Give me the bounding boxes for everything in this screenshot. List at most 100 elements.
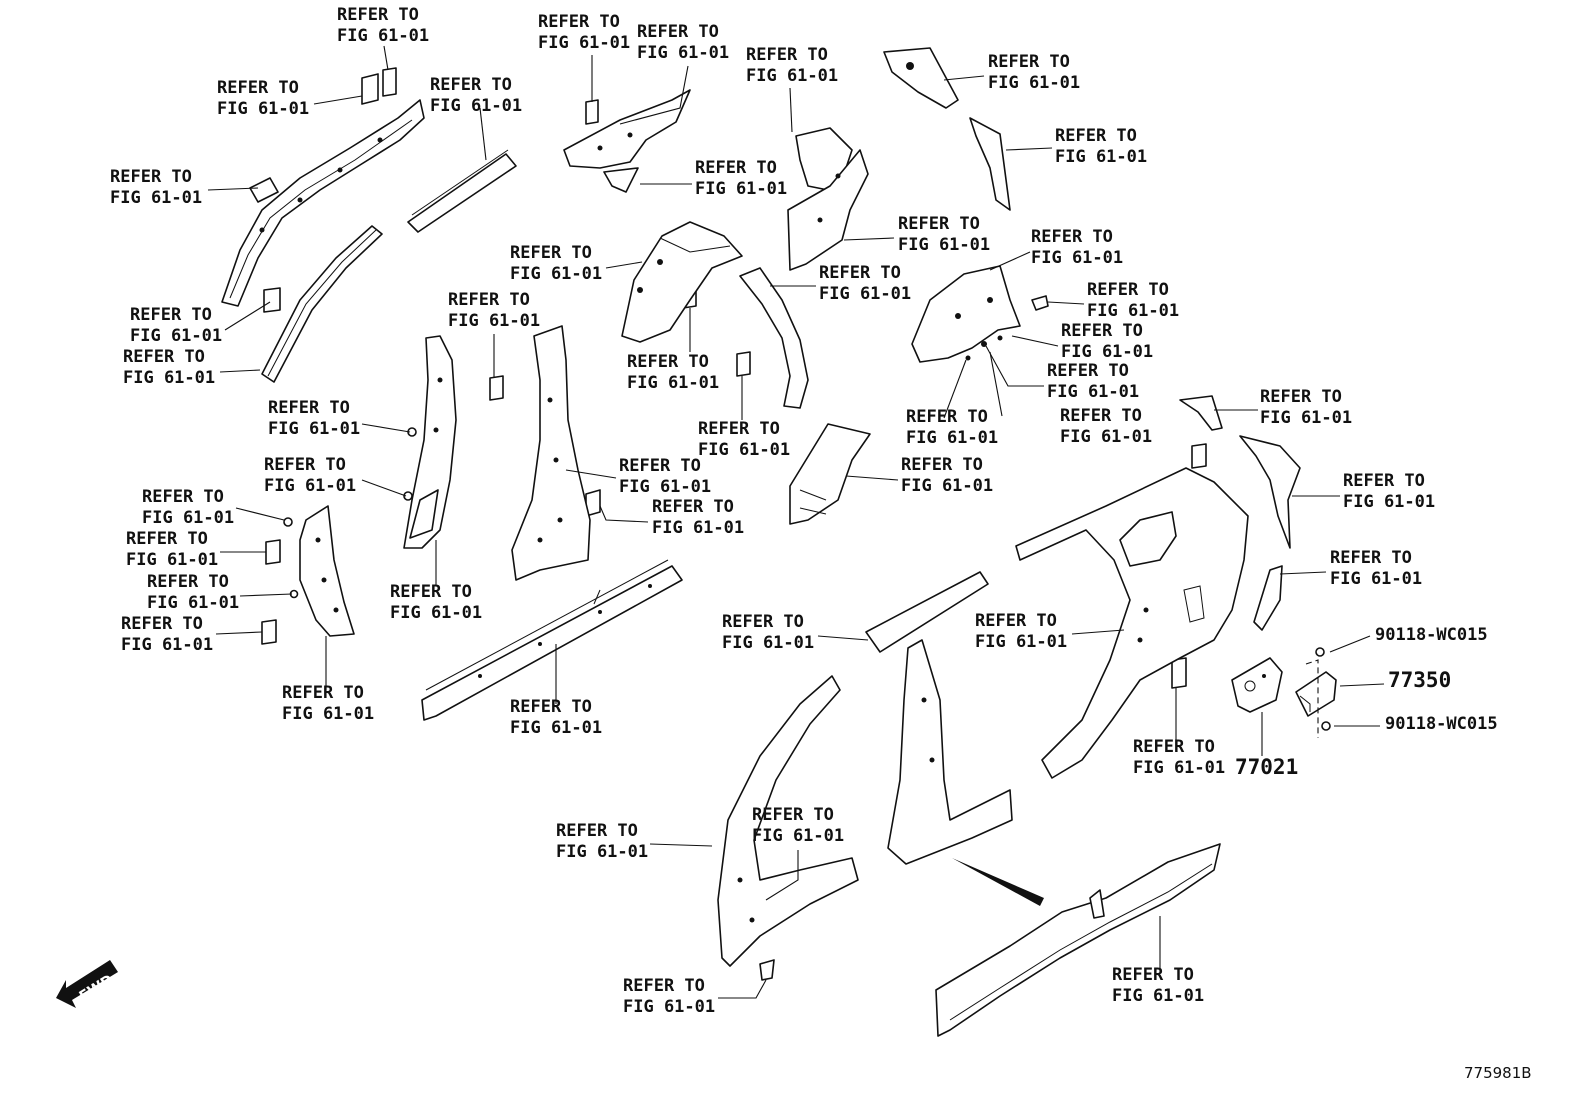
- refer-callout-line2: FIG 61-01: [264, 476, 356, 496]
- refer-callout-line2: FIG 61-01: [906, 428, 998, 448]
- fwd-arrow-icon: [56, 960, 118, 1008]
- refer-callout-line2: FIG 61-01: [988, 73, 1080, 93]
- refer-callout-line1: REFER TO: [556, 821, 638, 841]
- refer-callout-line2: FIG 61-01: [142, 508, 234, 528]
- refer-callout-line2: FIG 61-01: [901, 476, 993, 496]
- assembly-arrow: [952, 858, 1044, 906]
- rear-pillar-bracket-part: [787, 127, 869, 271]
- center-pillar-inner-part: [403, 335, 457, 549]
- refer-callout-line2: FIG 61-01: [390, 603, 482, 623]
- fuel-lid-dash-line: [1305, 659, 1319, 738]
- refer-callout-line1: REFER TO: [1087, 280, 1169, 300]
- refer-callout-line2: FIG 61-01: [627, 373, 719, 393]
- refer-callout-line2: FIG 61-01: [510, 264, 602, 284]
- refer-callout-line1: REFER TO: [1061, 321, 1143, 341]
- refer-callout-line2: FIG 61-01: [1087, 301, 1179, 321]
- refer-callout-line2: FIG 61-01: [1061, 342, 1153, 362]
- center-pillar-outer-part: [511, 325, 591, 581]
- refer-callout-line1: REFER TO: [264, 455, 346, 475]
- refer-callout-line2: FIG 61-01: [268, 419, 360, 439]
- refer-callout-line2: FIG 61-01: [1060, 427, 1152, 447]
- refer-callout-line2: FIG 61-01: [556, 842, 648, 862]
- refer-callout-line2: FIG 61-01: [448, 311, 540, 331]
- wheelhouse-inner-part: [621, 221, 743, 343]
- refer-callout-line1: REFER TO: [619, 456, 701, 476]
- refer-callout-line2: FIG 61-01: [898, 235, 990, 255]
- front-pillar-upper-part: [221, 99, 425, 307]
- refer-callout-line2: FIG 61-01: [698, 440, 790, 460]
- refer-callout-line1: REFER TO: [637, 22, 719, 42]
- refer-callout-line1: REFER TO: [130, 305, 212, 325]
- refer-callout-line2: FIG 61-01: [975, 632, 1067, 652]
- refer-callout-line2: FIG 61-01: [123, 368, 215, 388]
- refer-callout-line1: REFER TO: [695, 158, 777, 178]
- refer-callout-line1: REFER TO: [123, 347, 205, 367]
- rear-lamp-housing-part: [911, 265, 1049, 363]
- refer-callout-line1: REFER TO: [975, 611, 1057, 631]
- refer-callout-line1: REFER TO: [752, 805, 834, 825]
- refer-callout-line1: REFER TO: [1260, 387, 1342, 407]
- refer-callout-line1: REFER TO: [722, 612, 804, 632]
- refer-callout-line2: FIG 61-01: [1055, 147, 1147, 167]
- refer-callout-line2: FIG 61-01: [1031, 248, 1123, 268]
- refer-callout-line1: REFER TO: [282, 683, 364, 703]
- refer-callout-line2: FIG 61-01: [1047, 382, 1139, 402]
- part-number-label: 77021: [1235, 755, 1298, 779]
- side-outer-panel-part: [1015, 467, 1249, 779]
- fuel-filler-housing-part: [1231, 657, 1283, 713]
- front-pillar-lower-part: [299, 505, 355, 637]
- refer-callout-line1: REFER TO: [538, 12, 620, 32]
- refer-callout-line2: FIG 61-01: [337, 26, 429, 46]
- fuel-filler-lid-part: [1295, 671, 1337, 717]
- pillar-reinforcement-strip-part: [261, 225, 383, 383]
- refer-callout-line2: FIG 61-01: [637, 43, 729, 63]
- side-front-pillar-part: [717, 675, 859, 981]
- refer-callout-line1: REFER TO: [268, 398, 350, 418]
- refer-callout-line1: REFER TO: [390, 582, 472, 602]
- refer-callout-line2: FIG 61-01: [1343, 492, 1435, 512]
- refer-callout-line1: REFER TO: [1055, 126, 1137, 146]
- rocker-outer-part: [935, 843, 1221, 1037]
- refer-callout-line1: REFER TO: [147, 572, 229, 592]
- refer-callout-line1: REFER TO: [121, 614, 203, 634]
- tail-lamp-bracket-part: [1179, 395, 1301, 631]
- refer-callout-line1: REFER TO: [1031, 227, 1113, 247]
- grommet-part: [283, 427, 417, 599]
- refer-callout-line2: FIG 61-01: [1330, 569, 1422, 589]
- refer-callout-line1: REFER TO: [906, 407, 988, 427]
